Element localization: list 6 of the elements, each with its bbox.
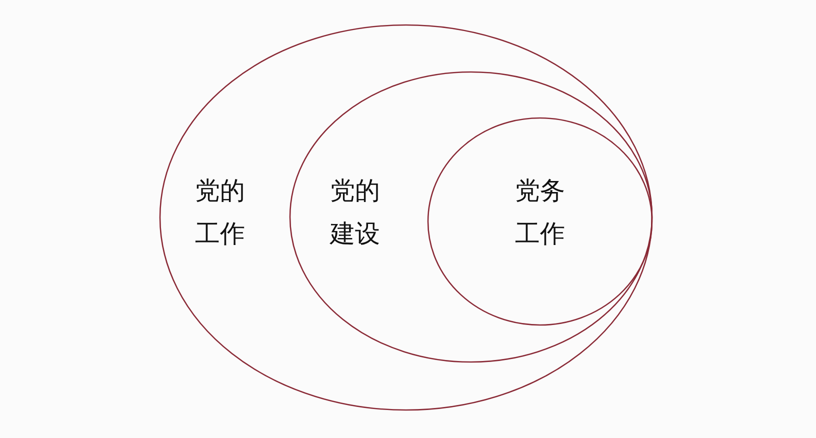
ellipse-region [290,72,652,362]
region-label: 党的建设 [330,175,380,250]
ellipse-region [428,118,652,325]
region-label: 党务工作 [515,175,565,250]
region-label: 党的工作 [195,175,245,250]
ellipse-region [160,25,652,410]
